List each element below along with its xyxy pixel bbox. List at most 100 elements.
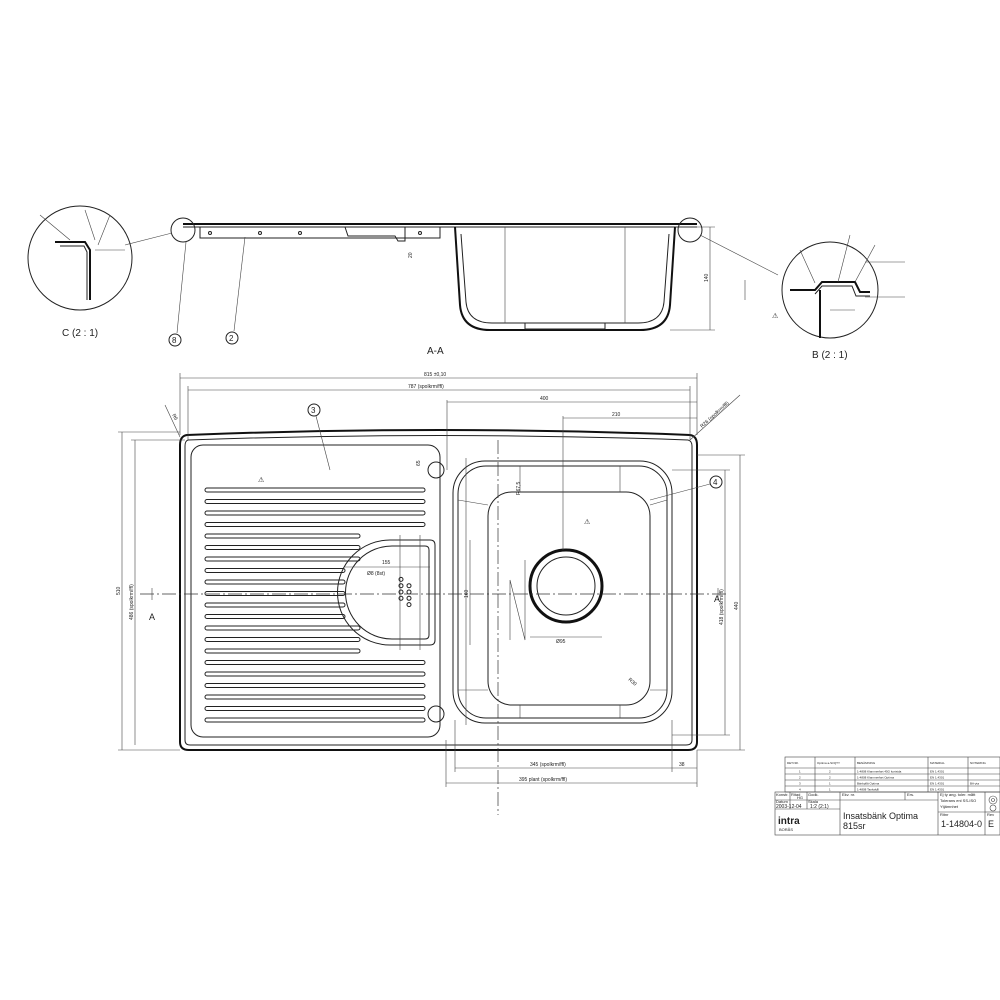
balloon-3-label: 3 (311, 406, 316, 415)
warning-triangle-icon: ⚠ (584, 518, 590, 526)
strainer-hole (398, 583, 404, 589)
balloon-8 (168, 333, 182, 347)
drainer-rib (204, 602, 346, 608)
strainer-holes (398, 576, 412, 608)
parts-table-header: NOTERING (970, 761, 987, 765)
ekv-label: Ekv. nr. (842, 792, 855, 797)
section-view-a-a: 140 20 A-A 8 2 (124, 217, 779, 357)
parts-table-cell: Bänkplåt Optima (857, 782, 880, 786)
drainer-rib (204, 545, 361, 550)
dim-bowl-inner-depth: 418 (spolkrm/ffl) (719, 589, 725, 625)
strainer-hole (406, 602, 412, 608)
drainer-rib (204, 717, 426, 723)
drainer-rib (204, 625, 361, 631)
drainer-rib (204, 533, 361, 539)
parts-table-cell: 3 (799, 782, 801, 786)
parts-table-cell: EN 1.4301 (930, 788, 945, 792)
strainer-recess (337, 539, 436, 646)
drainer-rib (204, 568, 346, 573)
strainer-hole (398, 576, 404, 582)
parts-table-cell: 4 (799, 788, 801, 792)
strainer-hole (406, 589, 412, 595)
parts-table-cell: EN 1.4301 (930, 776, 945, 780)
parts-table-cell: 2 (799, 776, 801, 780)
title-block-text: Konstr. Ritad HG Godk. Ekv. nr. Ers. Dat… (776, 792, 998, 832)
ritnr-label: Ritnr (940, 812, 949, 817)
plan-view: ⚠ ⚠ A A 3 4 815 (116, 372, 745, 815)
title-block (774, 791, 1000, 836)
revision: E (988, 819, 994, 829)
dim-cutout-width: 787 (spolkrm/ffl) (408, 384, 444, 390)
balloon-2 (225, 331, 239, 345)
ritad-label: Ritad (791, 792, 800, 797)
drainer-rib (204, 683, 426, 688)
strainer-hole (406, 595, 412, 601)
drainer-rib (204, 648, 361, 654)
ytjamnhet-label: Ytjämnhet (940, 804, 959, 809)
dim-bowl-outer-depth: 440 (734, 601, 740, 610)
parts-table-header: Optima a-St/QTY (817, 761, 840, 765)
detail-b: B (2 : 1) ⚠ (744, 234, 905, 361)
warning-triangle-icon: ⚠ (258, 476, 264, 484)
dim-r-bowl: R67,5 (516, 481, 522, 495)
drawing-number: 1-14804-0 (941, 819, 982, 829)
parts-table-cell: 1-4808 Klammerfart Optima (857, 776, 894, 780)
detail-b-marker (677, 217, 703, 243)
dim-radius-right: R26 (spolkrm/ffl) (699, 400, 730, 429)
dimensions (118, 373, 745, 787)
company-sub: BORÅS (779, 827, 793, 832)
parts-table-header: BENÄMNING (857, 761, 876, 765)
detail-c: C (2 : 1) (27, 205, 133, 339)
parts-table-cell: EN 1.4301 (930, 770, 945, 774)
drainer-rib (204, 614, 346, 619)
drainer-rib (204, 637, 361, 642)
parts-table-cell: 1 (829, 782, 831, 786)
tolerance-line: Tolerans enl SS-ISO (940, 798, 976, 803)
drainer-rib (204, 694, 426, 700)
drainer-rib (204, 556, 361, 562)
bowl-outer (452, 460, 673, 724)
drainer-ribs (204, 487, 426, 723)
skala-label: Skala (808, 799, 819, 804)
section-marker-right: A (714, 594, 720, 604)
drainer-rib (204, 579, 346, 585)
parts-table-cell: 1 (799, 770, 801, 774)
parts-table-header: MATERIAL (930, 761, 945, 765)
parts-table-cell: EN 1.4301 (930, 782, 945, 786)
dim-bowl-plant: 395 plant (spolkrm/ffl) (519, 777, 567, 783)
dim-drain-offset: 210 (612, 412, 621, 418)
warning-triangle-icon: ⚠ (772, 312, 778, 320)
godk-label: Godk. (808, 792, 819, 797)
parts-table-cell: 1 (829, 788, 831, 792)
dim-holes: Ø8 (8st) (367, 571, 385, 577)
dim-corner-r: R6 (170, 413, 179, 422)
section-marker-left: A (149, 612, 155, 622)
parts-table-cell: 2 (829, 770, 831, 774)
drainer-rib (204, 510, 426, 516)
balloon-4 (709, 475, 723, 489)
ers-label: Ers. (907, 792, 914, 797)
drainer-area (190, 444, 441, 738)
detail-c-marker (170, 217, 196, 243)
balloon-2-label: 2 (229, 334, 234, 343)
bowl-inner (487, 491, 651, 706)
dim-cutout-depth: 486 (spolkrm/ffl) (129, 584, 135, 620)
dim-overall-width: 815 ±0,10 (424, 372, 446, 378)
projection-symbol-icon (988, 795, 998, 812)
tolerance-label: Ej ty ang. toler. mått (940, 792, 976, 797)
dim-20: 20 (408, 252, 414, 258)
dim-bowl-offset: 400 (540, 396, 549, 402)
dim-edge-right: 38 (679, 762, 685, 768)
drainer-rib (204, 671, 426, 677)
skala-value: 1:2 (2:1) (810, 804, 829, 810)
dim-r-corner-inner: R30 (627, 677, 638, 688)
section-label: A-A (427, 346, 444, 357)
dim-drain-diameter: Ø95 (556, 639, 566, 645)
dim-65: 65 (416, 460, 422, 466)
strainer-hole (398, 589, 404, 595)
sink-outline (179, 429, 698, 751)
parts-table-cell: 2 (829, 776, 831, 780)
drainer-rib (204, 499, 426, 504)
